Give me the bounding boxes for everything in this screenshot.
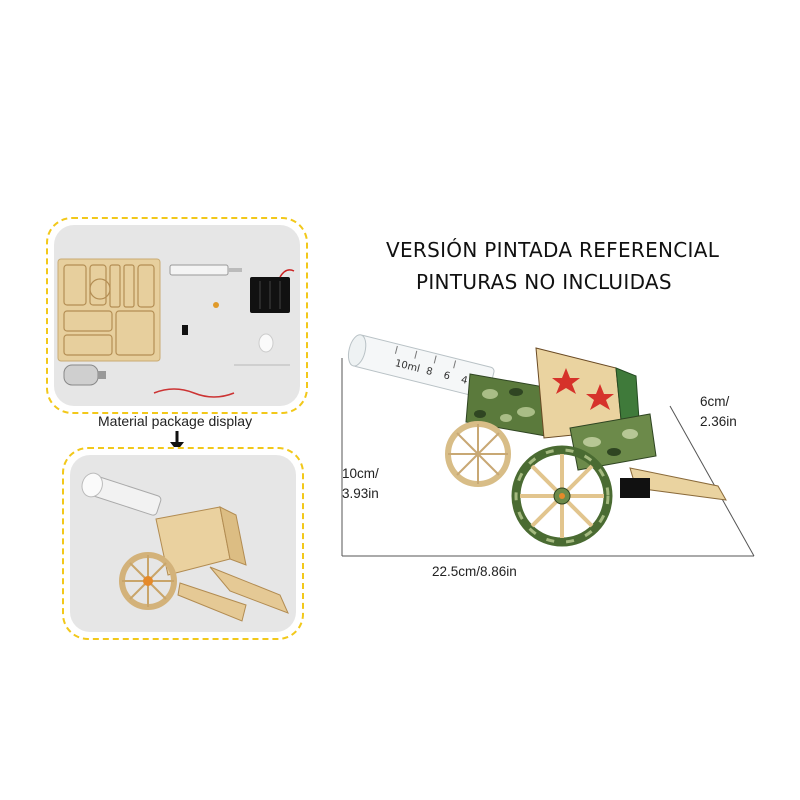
syringe-mark-4: 4	[460, 375, 469, 387]
painted-syringe: 10ml 8 6 4	[347, 334, 495, 399]
nose-cone-part	[258, 333, 274, 353]
red-star-icon	[586, 384, 614, 410]
depth-cm: 6cm/	[700, 394, 730, 409]
cannon-wheel	[119, 552, 177, 610]
arrow-down-icon	[170, 431, 184, 451]
painted-cannon-illustration: 10ml 8 6 4	[341, 334, 755, 557]
wood-board	[57, 258, 161, 362]
height-in: 3.93in	[342, 486, 379, 501]
unpainted-cannon-illustration	[81, 472, 289, 622]
assembled-model-photo	[70, 455, 296, 632]
red-star-icon	[552, 368, 580, 394]
syringe-mark-6: 6	[442, 370, 451, 382]
front-camo-wheel	[511, 445, 613, 547]
paints-not-included-heading: PINTURAS NO INCLUIDAS	[416, 270, 672, 294]
depth-dimension-line	[669, 405, 755, 557]
width-dimension-label: 22.5cm/8.86in	[432, 564, 517, 579]
back-wheel	[445, 421, 511, 487]
material-package-caption: Material package display	[98, 413, 253, 429]
assembled-model-panel	[62, 447, 304, 640]
height-cm: 10cm/	[342, 466, 379, 481]
height-dimension-label: 10cm/ 3.93in	[342, 464, 379, 504]
syringe-part	[169, 264, 229, 276]
motor-part	[63, 364, 99, 386]
reference-version-heading: VERSIÓN PINTADA REFERENCIAL	[386, 238, 720, 262]
depth-in: 2.36in	[700, 414, 737, 429]
syringe-mark-8: 8	[425, 366, 434, 378]
kit-parts-illustration	[57, 258, 295, 398]
material-package-panel	[46, 217, 308, 414]
material-package-photo	[54, 225, 300, 406]
depth-dimension-label: 6cm/ 2.36in	[700, 392, 737, 432]
